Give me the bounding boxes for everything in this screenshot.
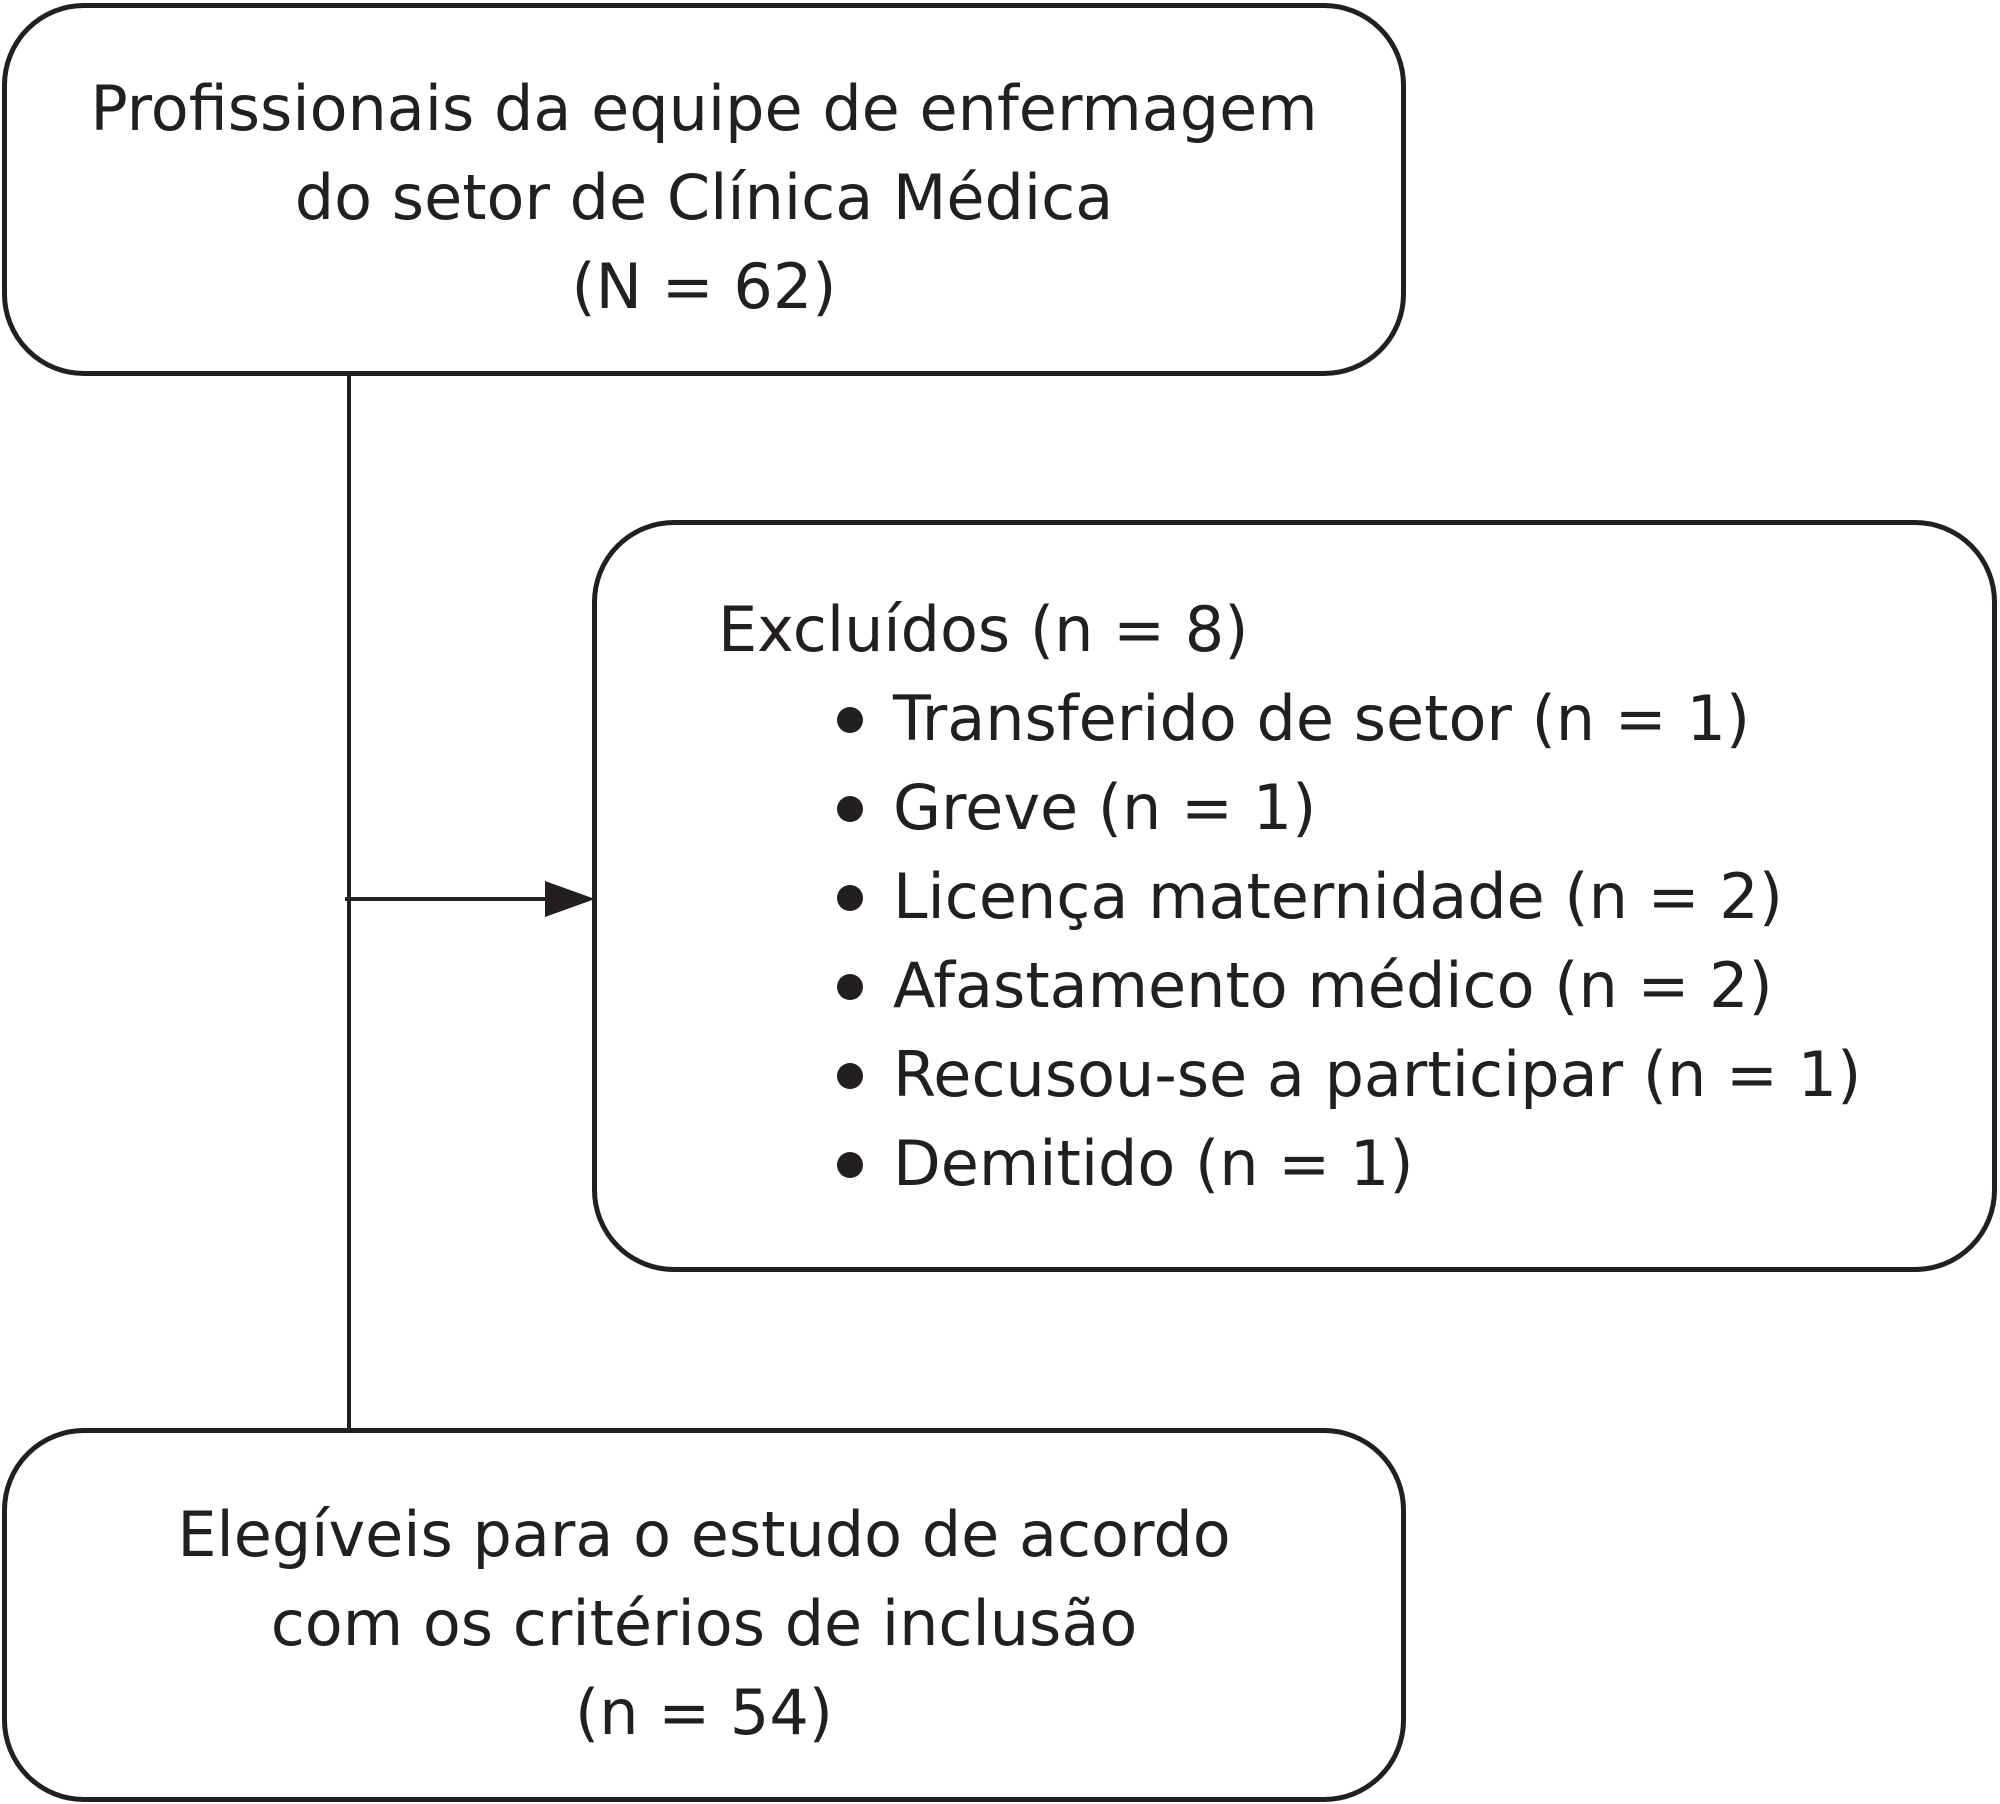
exclusion-item-label: Recusou-se a participar (n = 1) <box>893 1038 1862 1111</box>
bullet-icon <box>837 974 863 1000</box>
exclusion-item-refused: Recusou-se a participar (n = 1) <box>837 1030 1861 1119</box>
exclusion-item-medical-leave: Afastamento médico (n = 2) <box>837 941 1861 1030</box>
exclusion-item-maternity-leave: Licença maternidade (n = 2) <box>837 852 1861 941</box>
exclusion-item-transferred: Transferido de setor (n = 1) <box>837 674 1861 763</box>
bullet-icon <box>837 796 863 822</box>
exclusion-item-label: Afastamento médico (n = 2) <box>893 949 1773 1022</box>
source-population-box: Profissionais da equipe de enfermagem do… <box>2 3 1406 376</box>
exclusions-box: Excluídos (n = 8) Transferido de setor (… <box>592 520 1997 1272</box>
eligible-text: Elegíveis para o estudo de acordo com os… <box>7 1490 1401 1757</box>
exclusion-item-label: Licença maternidade (n = 2) <box>893 860 1783 933</box>
exclusion-item-label: Demitido (n = 1) <box>893 1127 1414 1200</box>
exclusions-heading: Excluídos (n = 8) <box>718 593 1249 666</box>
bullet-icon <box>837 707 863 733</box>
bullet-icon <box>837 1152 863 1178</box>
exclusion-item-label: Greve (n = 1) <box>893 771 1317 844</box>
exclusion-item-dismissed: Demitido (n = 1) <box>837 1119 1861 1208</box>
exclusion-arrowhead <box>545 881 595 917</box>
source-population-count: (N = 62) <box>571 250 837 323</box>
eligible-box: Elegíveis para o estudo de acordo com os… <box>2 1428 1406 1802</box>
eligible-count: (n = 54) <box>575 1676 833 1749</box>
source-population-line-1: Profissionais da equipe de enfermagem <box>90 72 1318 145</box>
exclusions-list: Transferido de setor (n = 1) Greve (n = … <box>837 674 1861 1208</box>
source-population-line-2: do setor de Clínica Médica <box>294 161 1114 234</box>
exclusion-item-strike: Greve (n = 1) <box>837 763 1861 852</box>
bullet-icon <box>837 1063 863 1089</box>
source-population-text: Profissionais da equipe de enfermagem do… <box>7 64 1401 331</box>
exclusion-item-label: Transferido de setor (n = 1) <box>893 682 1751 755</box>
bullet-icon <box>837 885 863 911</box>
eligible-line-2: com os critérios de inclusão <box>270 1587 1138 1660</box>
eligible-line-1: Elegíveis para o estudo de acordo <box>177 1498 1231 1571</box>
